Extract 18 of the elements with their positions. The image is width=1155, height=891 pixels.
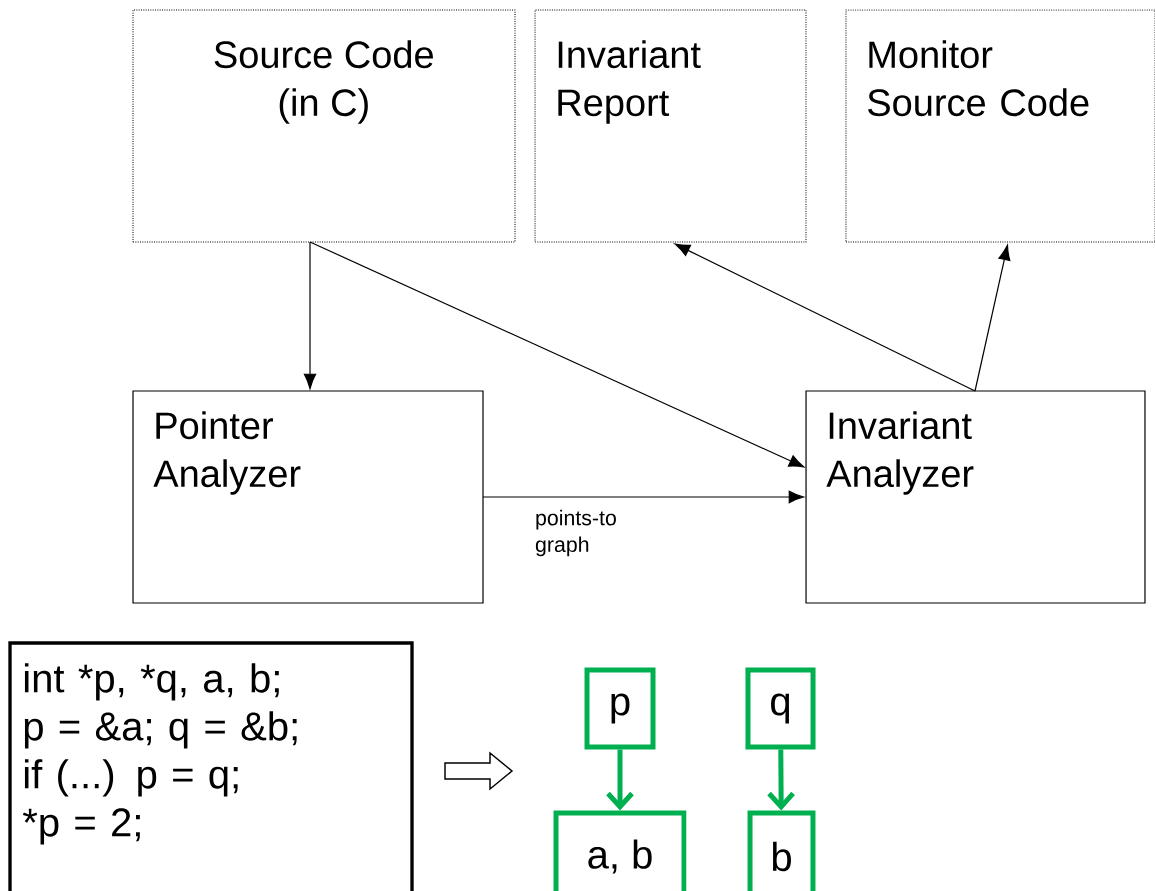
arrow <box>309 241 805 468</box>
process-box: Invariant Analyzer <box>805 390 1146 604</box>
arrow <box>974 244 1011 392</box>
process-box: Pointer Analyzer <box>132 390 484 604</box>
graph-node-box: p <box>584 667 656 750</box>
arrow <box>482 490 805 504</box>
document-box: Monitor Source Code <box>845 9 1155 243</box>
arrow <box>674 243 976 392</box>
code-box: int *p, *q, a, b; p = &a; q = &b; if (...) p = q; *p = 2; <box>8 641 414 891</box>
edge-label: points-to graph <box>535 509 616 557</box>
arrow <box>303 241 317 390</box>
document-box: Invariant Report <box>534 9 807 243</box>
graph-node-box: q <box>745 667 816 750</box>
arrow <box>606 749 634 811</box>
graph-node-box: b <box>747 810 816 891</box>
graph-node-box: a, b <box>553 810 687 891</box>
arrow <box>767 749 795 811</box>
document-box: Source Code (in C) <box>132 9 516 243</box>
